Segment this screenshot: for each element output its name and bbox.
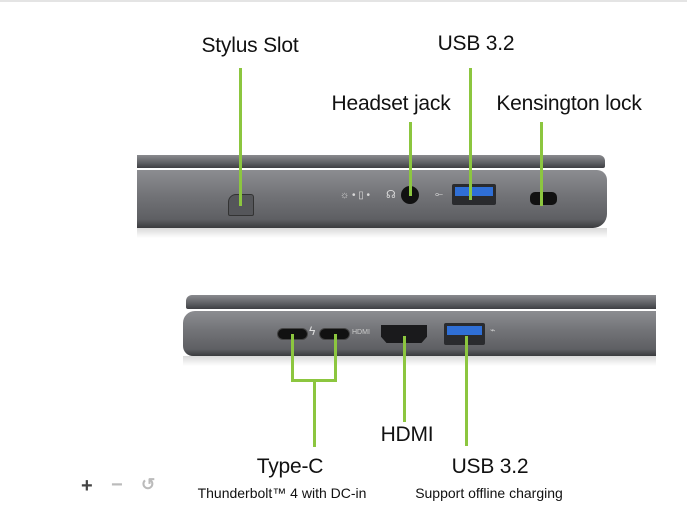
top-border xyxy=(0,0,687,2)
label-kensington-lock: Kensington lock xyxy=(496,92,642,115)
usb-port-bottom xyxy=(444,323,485,345)
label-headset-jack: Headset jack xyxy=(331,92,451,115)
hdmi-icon: HDMI xyxy=(352,329,370,336)
callout-line-stylus xyxy=(239,68,242,206)
label-stylus-slot: Stylus Slot xyxy=(201,34,299,57)
label-type-c: Type-C xyxy=(256,455,324,478)
kensington-lock-slot xyxy=(530,192,557,205)
status-led-icons: ☼ • ▯ • xyxy=(340,190,371,201)
hdmi-port xyxy=(381,325,427,343)
label-usb-top: USB 3.2 xyxy=(437,32,515,55)
headset-icon: ☊ xyxy=(386,189,396,201)
zoom-in-icon[interactable]: + xyxy=(81,475,93,497)
label-type-c-sub: Thunderbolt™ 4 with DC-in xyxy=(197,485,367,501)
label-usb-bottom-sub: Support offline charging xyxy=(415,485,563,501)
thunderbolt-icon: ϟ xyxy=(309,324,316,338)
label-hdmi: HDMI xyxy=(380,423,434,446)
zoom-out-icon[interactable]: − xyxy=(111,474,123,496)
callout-line-usb-top xyxy=(469,68,472,200)
usb-port-top xyxy=(452,184,496,205)
callout-line-hdmi xyxy=(403,336,406,422)
callout-line-typec-1 xyxy=(291,334,294,382)
callout-line-typec-2 xyxy=(334,334,337,382)
charging-icon: ⌁ xyxy=(490,325,496,335)
reset-icon[interactable]: ↺ xyxy=(141,475,156,494)
callout-line-kensington xyxy=(540,122,543,206)
callout-line-typec-stem xyxy=(313,379,316,447)
label-usb-bottom: USB 3.2 xyxy=(451,455,529,478)
callout-line-usb-bottom xyxy=(465,336,468,446)
usb-icon: ⟜ xyxy=(435,189,443,200)
callout-line-headset xyxy=(409,122,412,196)
